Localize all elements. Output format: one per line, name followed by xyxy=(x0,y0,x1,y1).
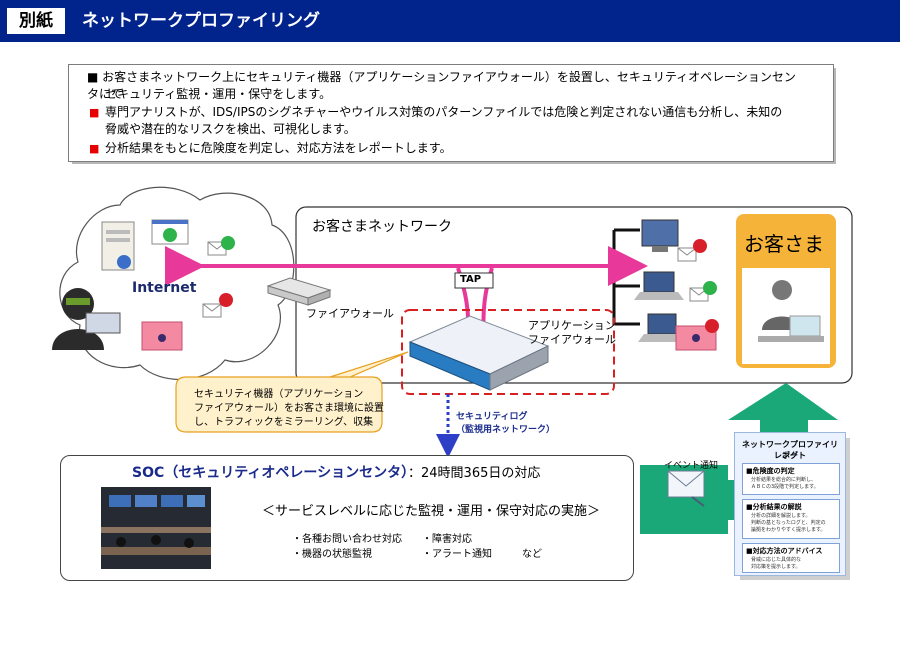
intro-line-3: 専門アナリストが、IDS/IPSのシグネチャーやウイルス対策のパターンファイルで… xyxy=(105,105,783,119)
app-firewall-dashed-box xyxy=(401,309,615,395)
app-firewall-label-1: アプリケーション xyxy=(528,319,616,332)
internet-label: Internet xyxy=(132,280,197,296)
soc-items-row1: ・各種お問い合わせ対応 ・障害対応 xyxy=(292,534,472,545)
tap-box xyxy=(454,272,494,289)
bullet-icon: ■ xyxy=(89,106,100,119)
callout-bubble xyxy=(175,351,409,433)
report-section-risk: ■危険度の判定 分析結果を総合的に判断し、ＡＢＣの3段階で判定します。 xyxy=(742,463,840,495)
soc-photo xyxy=(101,487,211,569)
intro-line-2: セキュリティ監視・運用・保守をします。 xyxy=(105,87,332,101)
laptop-icon xyxy=(638,313,686,342)
soc-subtitle: ：24時間365日の対応 xyxy=(408,466,541,481)
smile-icon xyxy=(703,281,717,295)
header-tag: 別紙 xyxy=(19,11,53,31)
callout-line-2: ファイアウォール）をお客さま環境に設置 xyxy=(194,403,384,414)
customer-network-label: お客さまネットワーク xyxy=(312,219,452,235)
report-title-2: レポート xyxy=(774,451,806,460)
report-section-advice: ■対応方法のアドバイス 脅威に応じた具体的な対応策を提示します。 xyxy=(742,543,840,573)
report-section-analysis: ■分析結果の解説 分析の詳細を解説します。判断の基となったログと、判定の論拠をわ… xyxy=(742,499,840,539)
callout-line-1: セキュリティ機器（アプリケーション xyxy=(194,389,364,400)
virus-mail-icon xyxy=(141,321,183,351)
mail-icon xyxy=(202,303,222,318)
intro-box: ■ お客さまネットワーク上にセキュリティ機器（アプリケーションファイアウォール）… xyxy=(68,64,834,162)
mail-icon xyxy=(677,247,697,262)
header-bar xyxy=(0,0,900,42)
report-title-1: ネットワークプロファイリング xyxy=(742,440,838,460)
seclog-label-1: セキュリティログ xyxy=(456,412,528,422)
soc-service-level: ＜サービスレベルに応じた監視・運用・保守対応の実施＞ xyxy=(262,504,601,519)
smile-icon xyxy=(163,228,177,242)
soc-title: SOC（セキュリティオペレーションセンタ） xyxy=(132,465,416,481)
customer-label: お客さま xyxy=(744,232,824,256)
app-firewall-appliance xyxy=(408,315,550,391)
page-title: ネットワークプロファイリング xyxy=(82,11,320,31)
hacker-icon xyxy=(52,288,121,350)
green-arrow xyxy=(728,383,838,445)
intro-line-1: ■ お客さまネットワーク上にセキュリティ機器（アプリケーションファイアウォール）… xyxy=(87,70,796,101)
server-icon xyxy=(101,221,135,271)
tag-box xyxy=(7,8,65,34)
intro-line-4: 脅威や潜在的なリスクを検出、可視化します。 xyxy=(105,122,356,136)
virus-icon xyxy=(219,293,233,307)
laptop-icon xyxy=(634,271,684,300)
callout-line-3: し、トラフィックをミラーリング、収集 xyxy=(194,417,374,428)
bullet-icon: ■ xyxy=(89,142,100,155)
intro-line-5: 分析結果をもとに危険度を判定し、対応方法をレポートします。 xyxy=(105,141,452,155)
firewall-label: ファイアウォール xyxy=(306,307,394,320)
mail-icon xyxy=(667,470,705,507)
virus-icon xyxy=(705,319,719,333)
report-document: ネットワークプロファイリング レポート ■危険度の判定 分析結果を総合的に判断し… xyxy=(734,432,846,576)
virus-icon xyxy=(693,239,707,253)
seclog-label-2: （監視用ネットワーク） xyxy=(456,425,556,435)
tap-label: TAP xyxy=(460,274,482,285)
firewall-appliance xyxy=(266,277,332,306)
app-firewall-label-2: ファイアウォール xyxy=(528,333,616,346)
customer-person-icon xyxy=(758,280,824,342)
smile-icon xyxy=(221,236,235,250)
desktop-pc-icon xyxy=(641,219,679,252)
event-notice-label: イベント通知 xyxy=(664,461,719,471)
soc-items-row2: ・機器の状態監視 ・アラート通知 など xyxy=(292,549,542,560)
